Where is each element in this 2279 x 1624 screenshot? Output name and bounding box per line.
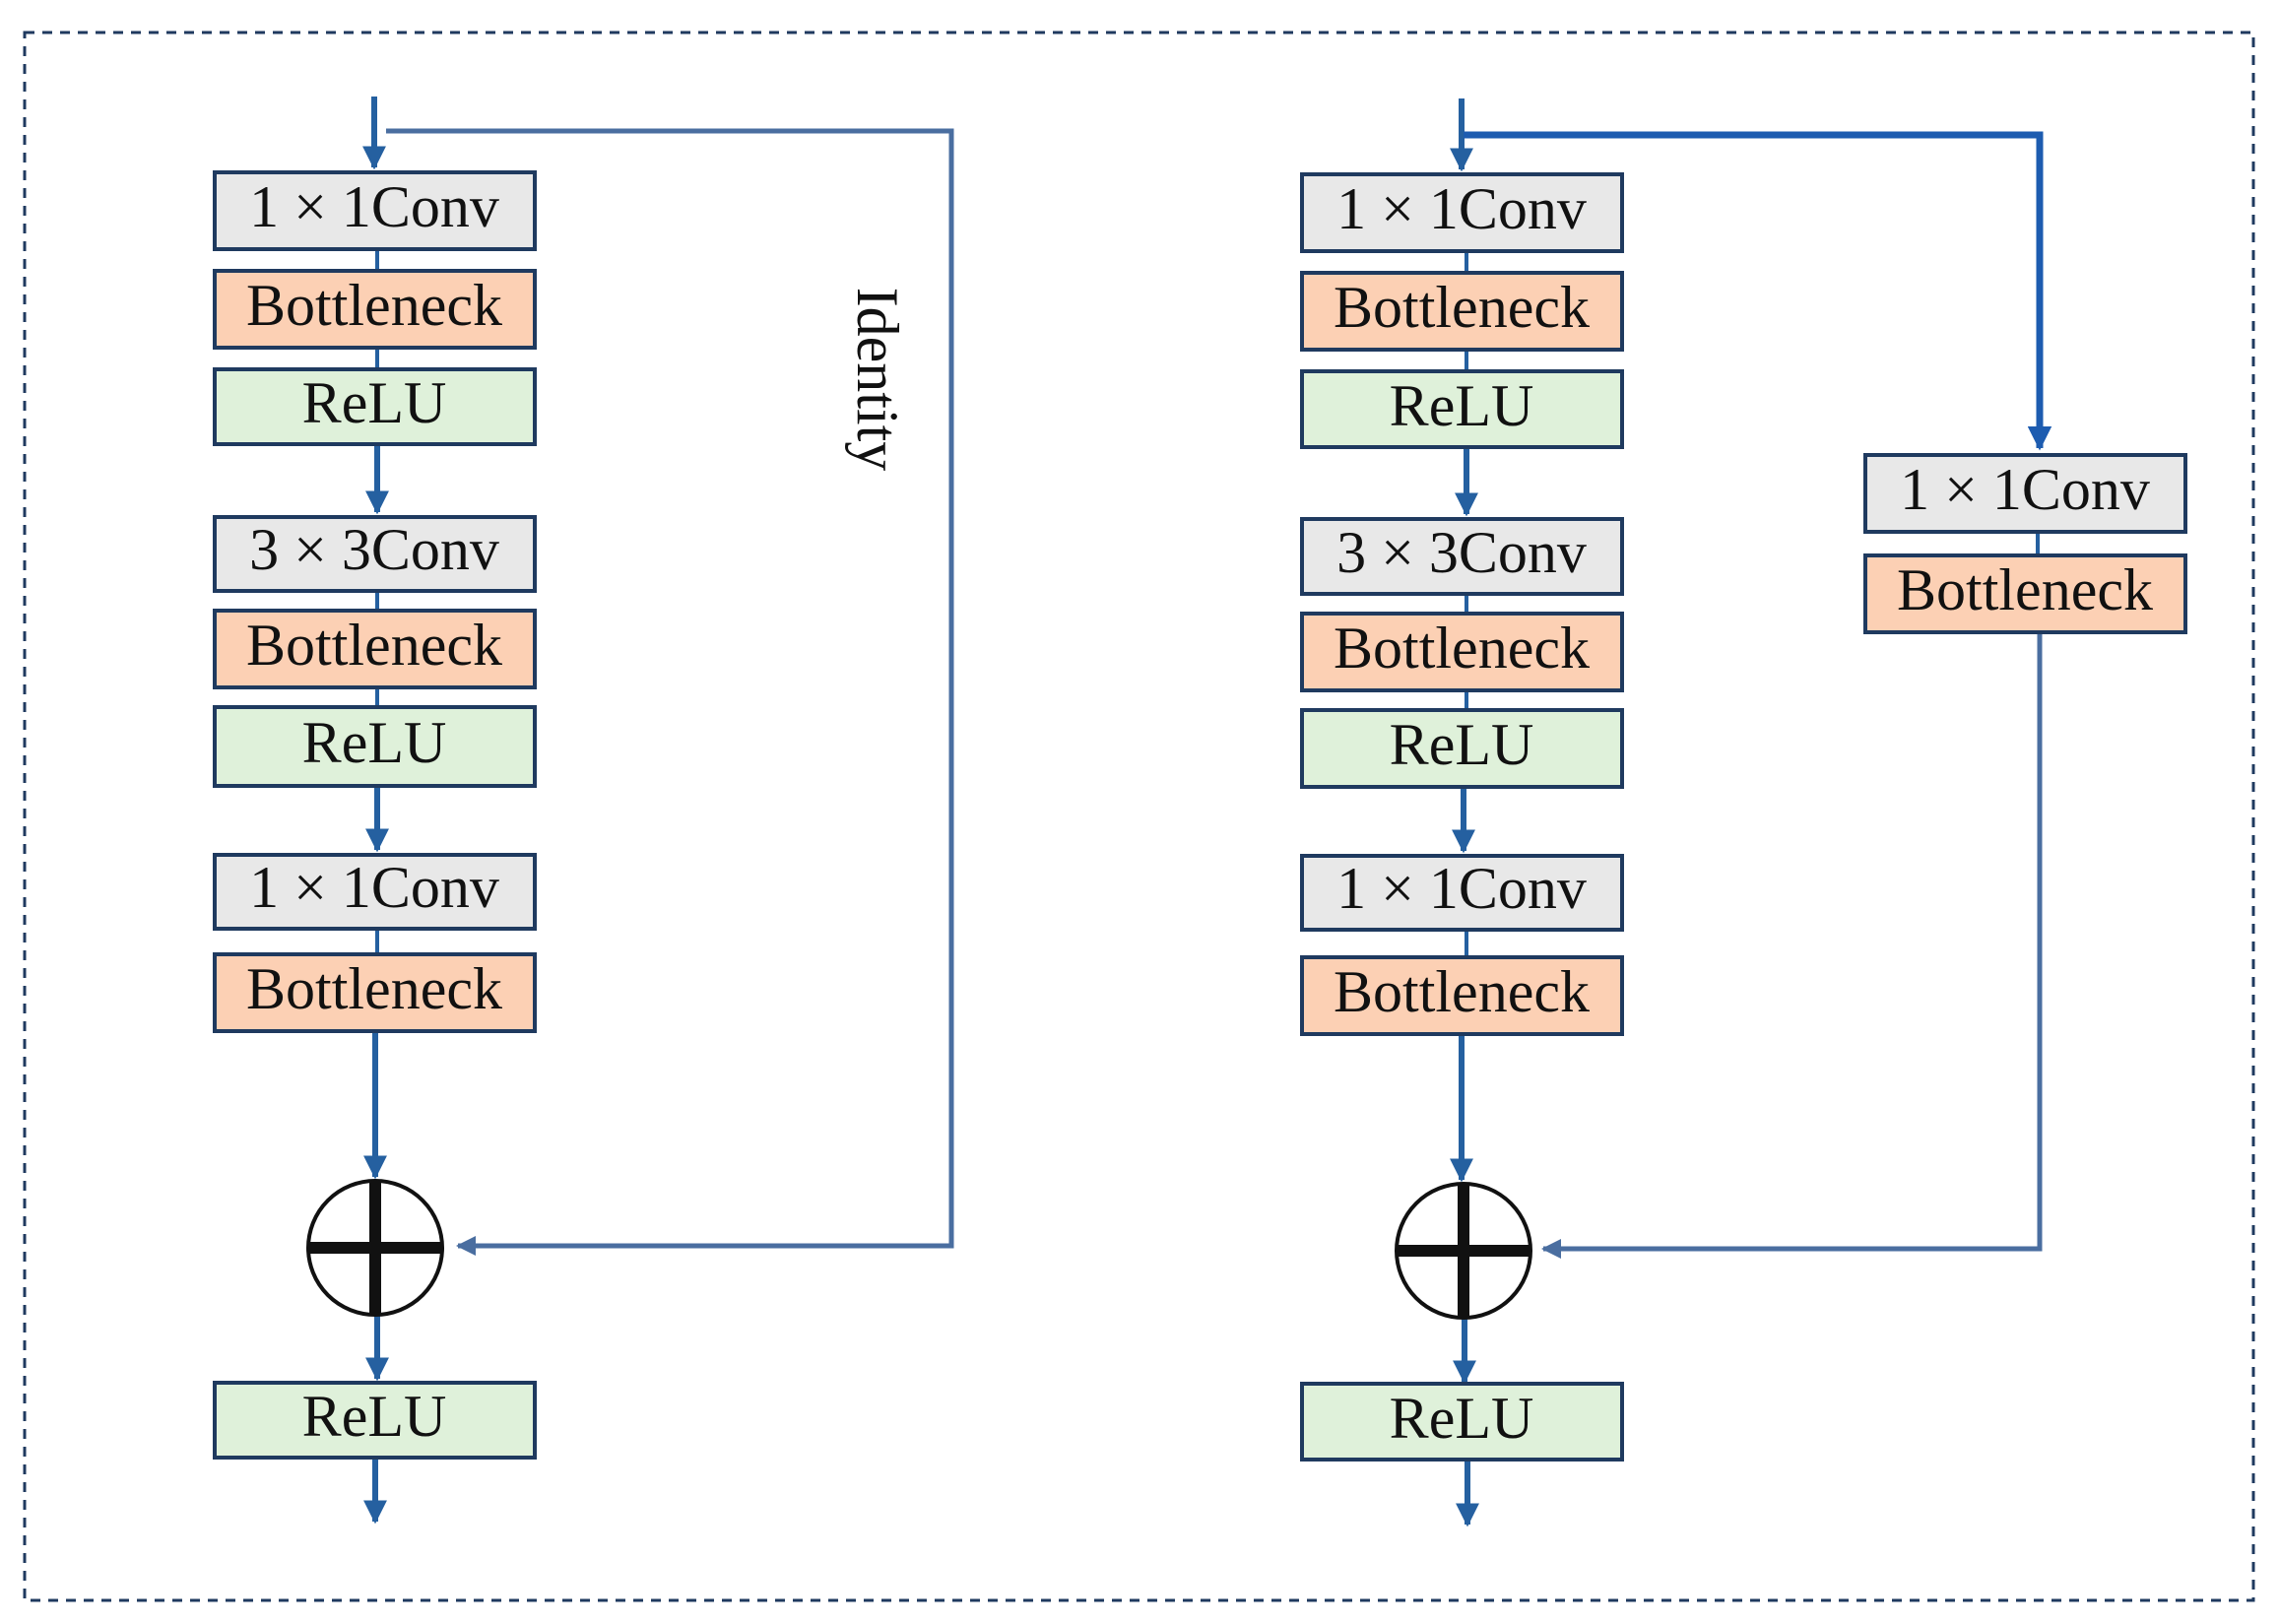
projection-shortcut-path	[1464, 131, 2052, 451]
right-box-bottleneck-b: Bottleneck	[1300, 612, 1624, 692]
right-box-conv1x1-a: 1 × 1Conv	[1300, 172, 1624, 253]
circled-plus-icon	[1395, 1182, 1532, 1320]
right-box-relu-output: ReLU	[1300, 1382, 1624, 1462]
svg-text:Bottleneck: Bottleneck	[1334, 959, 1590, 1024]
left-box-relu-output: ReLU	[213, 1381, 537, 1460]
right-box-conv3x3: 3 × 3Conv	[1300, 517, 1624, 596]
left-box-bottleneck-b: Bottleneck	[213, 609, 537, 689]
diagram-frame	[23, 31, 2255, 1602]
right-box-relu-b: ReLU	[1300, 708, 1624, 789]
identity-skip-connection	[386, 128, 954, 1256]
svg-text:Bottleneck: Bottleneck	[246, 956, 502, 1021]
left-box-bottleneck-c: Bottleneck	[213, 952, 537, 1033]
svg-text:Bottleneck: Bottleneck	[246, 273, 502, 338]
svg-text:1 × 1Conv: 1 × 1Conv	[1336, 856, 1587, 921]
svg-text:ReLU: ReLU	[1390, 373, 1534, 438]
identity-label: Identity	[845, 288, 910, 472]
svg-text:3 × 3Conv: 3 × 3Conv	[1336, 520, 1587, 585]
left-box-conv1x1-b: 1 × 1Conv	[213, 853, 537, 931]
svg-text:1 × 1Conv: 1 × 1Conv	[1336, 176, 1587, 241]
svg-text:1 × 1Conv: 1 × 1Conv	[249, 855, 499, 920]
left-box-relu-a: ReLU	[213, 367, 537, 446]
right-projection-block: 1 × 1Conv Bottleneck ReLU 3 × 3Conv Bott…	[1300, 98, 2187, 1527]
left-box-bottleneck-a: Bottleneck	[213, 269, 537, 350]
right-box-bottleneck-a: Bottleneck	[1300, 271, 1624, 352]
svg-text:Bottleneck: Bottleneck	[246, 613, 502, 678]
svg-text:ReLU: ReLU	[1390, 1386, 1534, 1451]
svg-text:1 × 1Conv: 1 × 1Conv	[249, 174, 499, 239]
left-box-conv1x1-a: 1 × 1Conv	[213, 170, 537, 251]
svg-text:ReLU: ReLU	[302, 1384, 447, 1449]
svg-text:Bottleneck: Bottleneck	[1334, 275, 1590, 340]
svg-text:Bottleneck: Bottleneck	[1334, 616, 1590, 681]
left-box-conv3x3: 3 × 3Conv	[213, 515, 537, 593]
left-box-relu-b: ReLU	[213, 705, 537, 788]
svg-text:ReLU: ReLU	[1390, 712, 1534, 777]
projection-shortcut-return	[1541, 634, 2043, 1259]
shortcut-box-conv1x1: 1 × 1Conv	[1863, 453, 2187, 534]
left-identity-block: Identity 1 × 1Conv Bottleneck ReLU 3 × 3…	[213, 97, 954, 1525]
svg-text:Bottleneck: Bottleneck	[1897, 557, 2153, 622]
svg-text:3 × 3Conv: 3 × 3Conv	[249, 517, 499, 582]
right-box-conv1x1-b: 1 × 1Conv	[1300, 854, 1624, 932]
circled-plus-icon	[306, 1179, 444, 1317]
svg-text:1 × 1Conv: 1 × 1Conv	[1900, 457, 2150, 522]
svg-text:ReLU: ReLU	[302, 370, 447, 435]
right-box-bottleneck-c: Bottleneck	[1300, 955, 1624, 1036]
right-box-relu-a: ReLU	[1300, 369, 1624, 449]
shortcut-box-bottleneck: Bottleneck	[1863, 553, 2187, 634]
svg-text:ReLU: ReLU	[302, 710, 447, 775]
